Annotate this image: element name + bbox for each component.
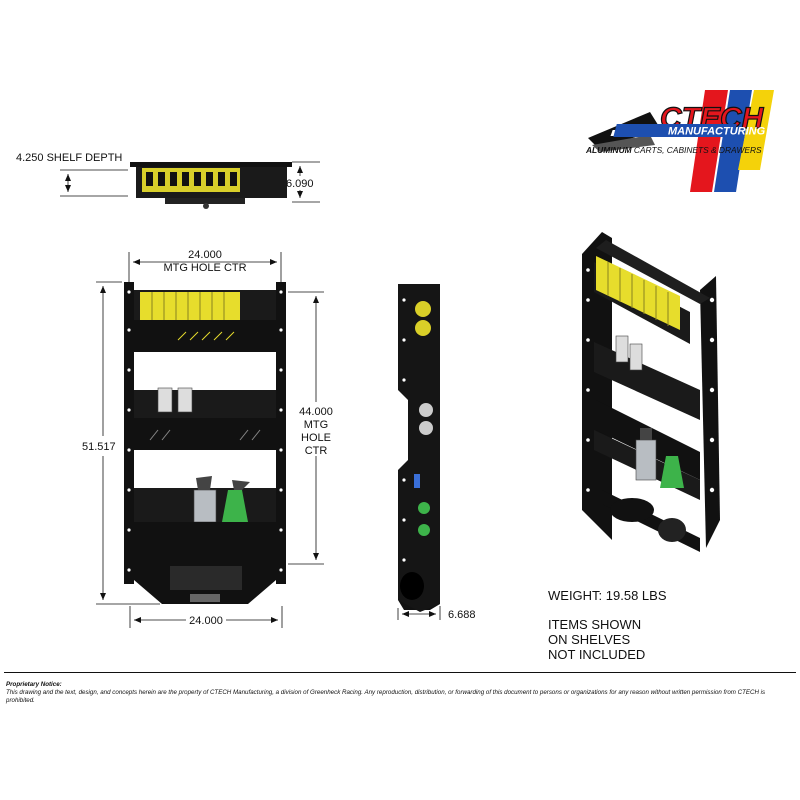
front-yellow-bottles xyxy=(140,292,240,320)
front-panel-3 xyxy=(134,522,276,552)
logo-tagline-bold: ALUMINUM xyxy=(585,145,633,155)
front-panel-2 xyxy=(134,418,276,450)
logo-sub: MANUFACTURING xyxy=(668,126,766,138)
front-spray-bottle-grey xyxy=(193,489,217,523)
front-drawer-tray xyxy=(170,566,242,590)
iso-right-rail xyxy=(700,276,720,548)
top-height-label: 6.090 xyxy=(286,178,314,190)
front-drawer-handle xyxy=(190,594,220,602)
iso-top-shelf-back xyxy=(596,240,710,304)
side-rail-holes xyxy=(402,298,406,562)
top-view xyxy=(130,162,292,209)
logo-tagline: ALUMINUM CARTS, CABINETS & DRAWERS xyxy=(585,145,762,155)
front-sprayer-1-icon xyxy=(196,476,212,490)
logo-sub-band xyxy=(613,124,737,137)
items-note-1: ITEMS SHOWN xyxy=(548,617,641,632)
front-sprayer-2-icon xyxy=(232,480,250,490)
side-yellow-bottle-2 xyxy=(415,320,431,336)
front-middle-shelf xyxy=(134,390,276,418)
ctech-logo: CTECH MANUFACTURING ALUMINUM CARTS, CABI… xyxy=(552,90,774,192)
iso-left-rail xyxy=(582,232,612,540)
iso-bottle-dividers xyxy=(607,262,669,326)
iso-drawer-end xyxy=(658,518,686,542)
front-panel-1 xyxy=(134,320,276,352)
width-top-label: 24.000 xyxy=(188,249,222,261)
logo-stripe-yellow xyxy=(738,90,774,170)
iso-drawer-body xyxy=(610,498,654,522)
top-view-knob xyxy=(203,203,209,209)
top-view-bottles xyxy=(142,168,240,192)
top-view-tray xyxy=(165,198,245,204)
side-sprayer-icon xyxy=(414,474,420,488)
iso-sprayer-icon xyxy=(640,428,652,440)
top-view-flange xyxy=(130,162,292,167)
logo-stripe-blue xyxy=(714,90,752,192)
items-note-2: ON SHELVES xyxy=(548,632,630,647)
side-drawer xyxy=(400,572,424,600)
items-note-3: NOT INCLUDED xyxy=(548,647,645,662)
notice-body: This drawing and the text, design, and c… xyxy=(6,689,766,704)
logo-tagline-rest: CARTS, CABINETS & DRAWERS xyxy=(632,145,762,155)
front-jar-1 xyxy=(157,387,173,413)
front-right-rail xyxy=(276,282,286,584)
iso-yellow-bottles xyxy=(596,256,680,330)
iso-jar-1 xyxy=(615,335,629,363)
side-notch-1 xyxy=(398,390,408,470)
front-spray-bottle-green xyxy=(222,490,248,522)
shelf-depth-label: 4.250 SHELF DEPTH xyxy=(16,152,122,164)
hole-height-label: 44.000 xyxy=(299,406,333,418)
isometric-view xyxy=(582,232,720,552)
side-yellow-bottle-1 xyxy=(415,301,431,317)
proprietary-notice: Proprietary Notice: This drawing and the… xyxy=(6,681,786,705)
front-bottle-dividers xyxy=(151,292,225,320)
hole-height-note-1: MTG xyxy=(304,419,328,431)
iso-spray-bottle-grey xyxy=(635,439,657,481)
hole-height-note-2: HOLE xyxy=(301,432,331,444)
side-green-bottle-2 xyxy=(418,524,430,536)
front-left-rail xyxy=(124,282,134,584)
width-bottom-label: 24.000 xyxy=(189,615,223,627)
width-top-note: MTG HOLE CTR xyxy=(163,262,246,274)
side-jar-2 xyxy=(419,421,433,435)
front-rail-holes xyxy=(127,290,283,572)
notice-divider xyxy=(4,672,796,673)
iso-spray-bottle-green xyxy=(660,456,684,488)
overall-height-label: 51.517 xyxy=(82,441,116,453)
front-panel-2-slots xyxy=(149,429,261,441)
side-green-bottle-1 xyxy=(418,502,430,514)
iso-drawer-top xyxy=(602,490,700,552)
front-panel-1-slots xyxy=(177,331,235,341)
iso-rail-holes xyxy=(586,268,715,493)
top-view-bottle-caps xyxy=(146,172,237,186)
front-view xyxy=(124,282,286,604)
side-depth-label: 6.688 xyxy=(448,609,476,621)
front-jar-2 xyxy=(177,387,193,413)
side-jar-1 xyxy=(419,403,433,417)
iso-jar-2 xyxy=(629,343,643,371)
hole-height-note-3: CTR xyxy=(305,445,328,457)
side-view xyxy=(398,284,440,612)
logo-stripe-red xyxy=(690,90,728,192)
weight-label: WEIGHT: 19.58 LBS xyxy=(548,588,667,603)
notice-title: Proprietary Notice: xyxy=(6,681,62,688)
